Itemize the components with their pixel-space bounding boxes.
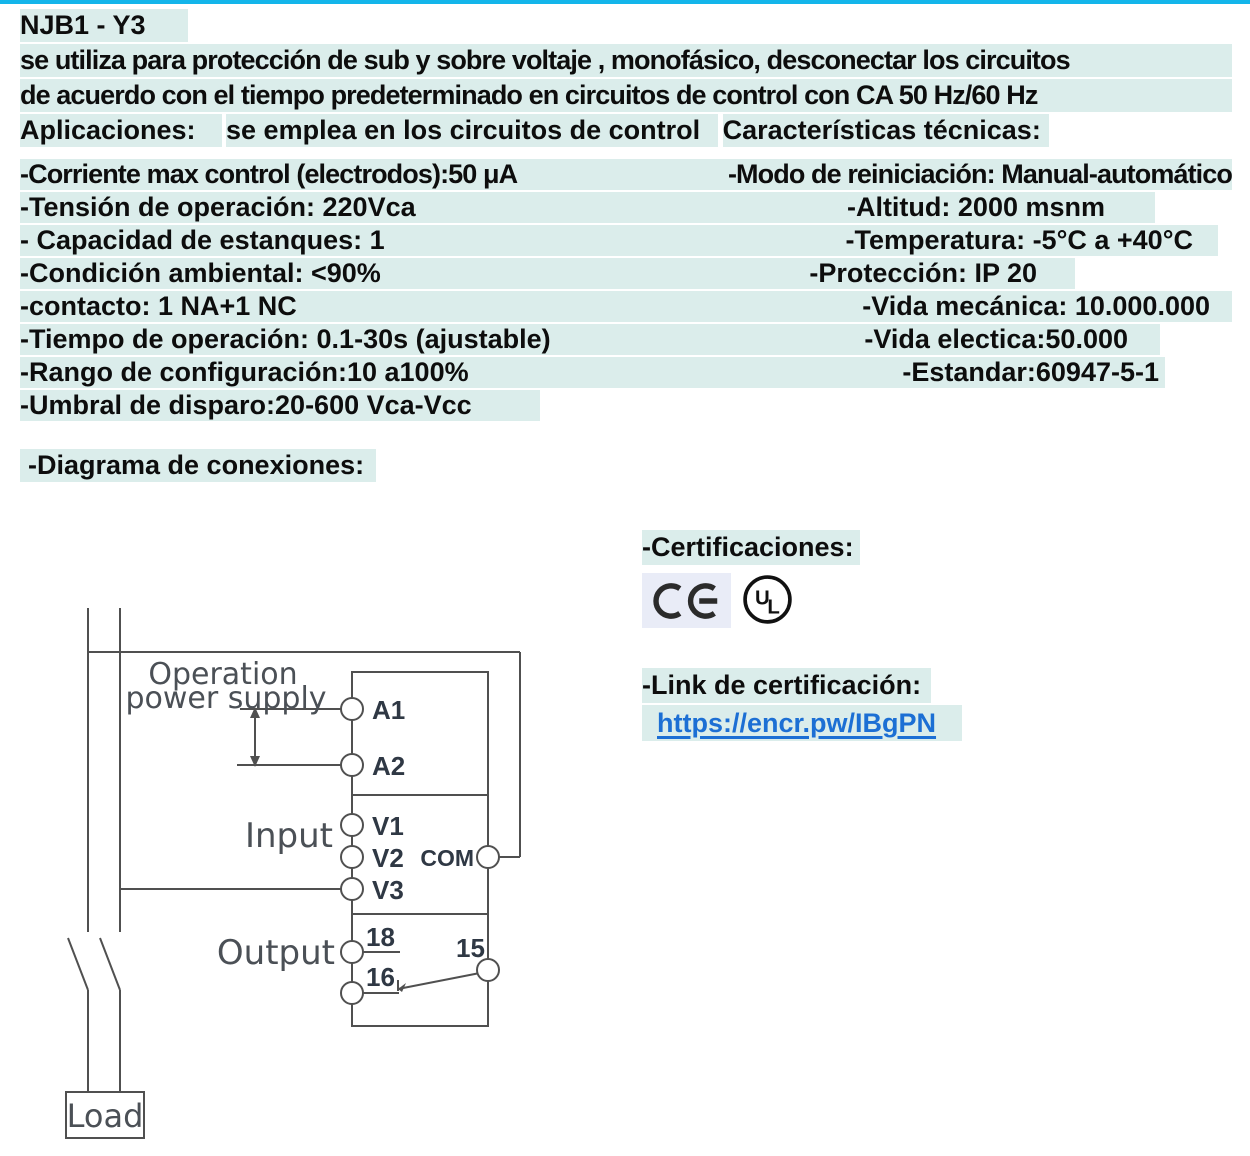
spec-left: -contacto: 1 NA+1 NC xyxy=(20,291,297,321)
top-accent-bar xyxy=(0,0,1250,4)
terminal-v3 xyxy=(340,877,364,901)
spec-row: -Tiempo de operación: 0.1-30s (ajustable… xyxy=(20,324,1160,355)
spec-right: -Modo de reiniciación: Manual-automático xyxy=(727,159,1233,189)
terminal-com xyxy=(476,845,500,869)
wiring-diagram-heading: -Diagrama de conexiones: xyxy=(20,449,377,482)
ce-mark-icon xyxy=(642,573,731,628)
spec-left: -Umbral de disparo:20-600 Vca-Vcc xyxy=(20,390,472,420)
spec-row: -Condición ambiental: <90% -Protección: … xyxy=(20,258,1075,289)
ul-mark-icon: U L xyxy=(740,573,795,628)
input-label: Input xyxy=(245,816,333,856)
spec-right: -Altitud: 2000 msnm xyxy=(846,192,1105,222)
spec-list: -Corriente max control (electrodos):50 μ… xyxy=(20,159,1233,421)
t18-label: 18 xyxy=(366,922,395,952)
blade-arrowhead xyxy=(398,983,406,992)
spec-right: -Temperatura: -5°C a +40°C xyxy=(845,225,1193,255)
com-label: COM xyxy=(420,845,474,871)
v3-label: V3 xyxy=(372,875,404,905)
spec-row: -Tensión de operación: 220Vca -Altitud: … xyxy=(20,192,1155,223)
v1-label: V1 xyxy=(372,811,404,841)
applications-heading: Aplicaciones: xyxy=(20,114,222,147)
spec-right: -Vida electica:50.000 xyxy=(864,324,1128,354)
page-title: NJB1 - Y3 xyxy=(20,9,188,42)
switch-blade-left xyxy=(67,937,89,991)
relay-contact-blade xyxy=(397,971,486,990)
certifications-heading: -Certificaciones: xyxy=(642,530,860,565)
arrowhead-up xyxy=(250,707,260,718)
document-body: NJB1 - Y3 se utiliza para protección de … xyxy=(20,9,1233,482)
terminal-16 xyxy=(340,981,364,1005)
certification-link[interactable]: https://encr.pw/IBgPN xyxy=(657,708,937,738)
cert-link-heading: -Link de certificación: xyxy=(642,668,932,703)
terminal-a1 xyxy=(340,697,364,721)
load-box xyxy=(65,1091,145,1139)
load-label: Load xyxy=(67,1097,144,1135)
intro-text-line-1: se utiliza para protección de sub y sobr… xyxy=(20,44,1232,77)
terminal-a2 xyxy=(340,753,364,777)
spec-row: -Umbral de disparo:20-600 Vca-Vcc xyxy=(20,390,540,421)
spec-row: -Corriente max control (electrodos):50 μ… xyxy=(20,159,1233,190)
spec-right: -Estandar:60947-5-1 xyxy=(902,357,1159,387)
certification-logos: U L xyxy=(642,573,1082,628)
terminal-v2 xyxy=(340,845,364,869)
spec-row: -Rango de configuración:10 a100% -Estand… xyxy=(20,357,1165,388)
terminal-18 xyxy=(340,940,364,964)
spec-left: -Tensión de operación: 220Vca xyxy=(20,192,416,222)
wiring-diagram: Operation power supply Input Output Load… xyxy=(65,608,521,1139)
terminal-v1 xyxy=(340,813,364,837)
spec-left: -Tiempo de operación: 0.1-30s (ajustable… xyxy=(20,324,551,354)
a2-label: A2 xyxy=(372,751,405,781)
arrowhead-down xyxy=(250,756,260,767)
terminal-15 xyxy=(476,958,500,982)
certifications-section: -Certificaciones: U L -Link de certifica… xyxy=(642,530,1082,741)
operation-label-line1: Operation xyxy=(148,657,297,692)
spec-left: -Condición ambiental: <90% xyxy=(20,258,381,288)
output-label: Output xyxy=(217,933,335,973)
intro-text-line-2: de acuerdo con el tiempo predeterminado … xyxy=(20,79,1232,112)
cert-link-row: https://encr.pw/IBgPN xyxy=(642,705,963,741)
spec-right: -Protección: IP 20 xyxy=(809,258,1037,288)
spec-row: -contacto: 1 NA+1 NC -Vida mecánica: 10.… xyxy=(20,291,1232,322)
spec-right: -Vida mecánica: 10.000.000 xyxy=(862,291,1210,321)
spec-left: -Corriente max control (electrodos):50 μ… xyxy=(20,159,518,189)
com-wire xyxy=(88,651,521,858)
ul-letter-l: L xyxy=(767,597,779,619)
switch-blade-right xyxy=(99,937,121,991)
spec-left: - Capacidad de estanques: 1 xyxy=(20,225,385,255)
spec-left: -Rango de configuración:10 a100% xyxy=(20,357,469,387)
t15-label: 15 xyxy=(456,933,485,963)
ul-letter-u: U xyxy=(755,588,770,610)
applications-text: se emplea en los circuitos de control xyxy=(226,114,719,147)
t16-label: 16 xyxy=(366,962,395,992)
a1-label: A1 xyxy=(372,695,405,725)
v2-label: V2 xyxy=(372,843,404,873)
operation-label-line2: power supply xyxy=(125,681,326,716)
tech-specs-heading: Características técnicas: xyxy=(722,114,1049,147)
spec-row: - Capacidad de estanques: 1 -Temperatura… xyxy=(20,225,1218,256)
